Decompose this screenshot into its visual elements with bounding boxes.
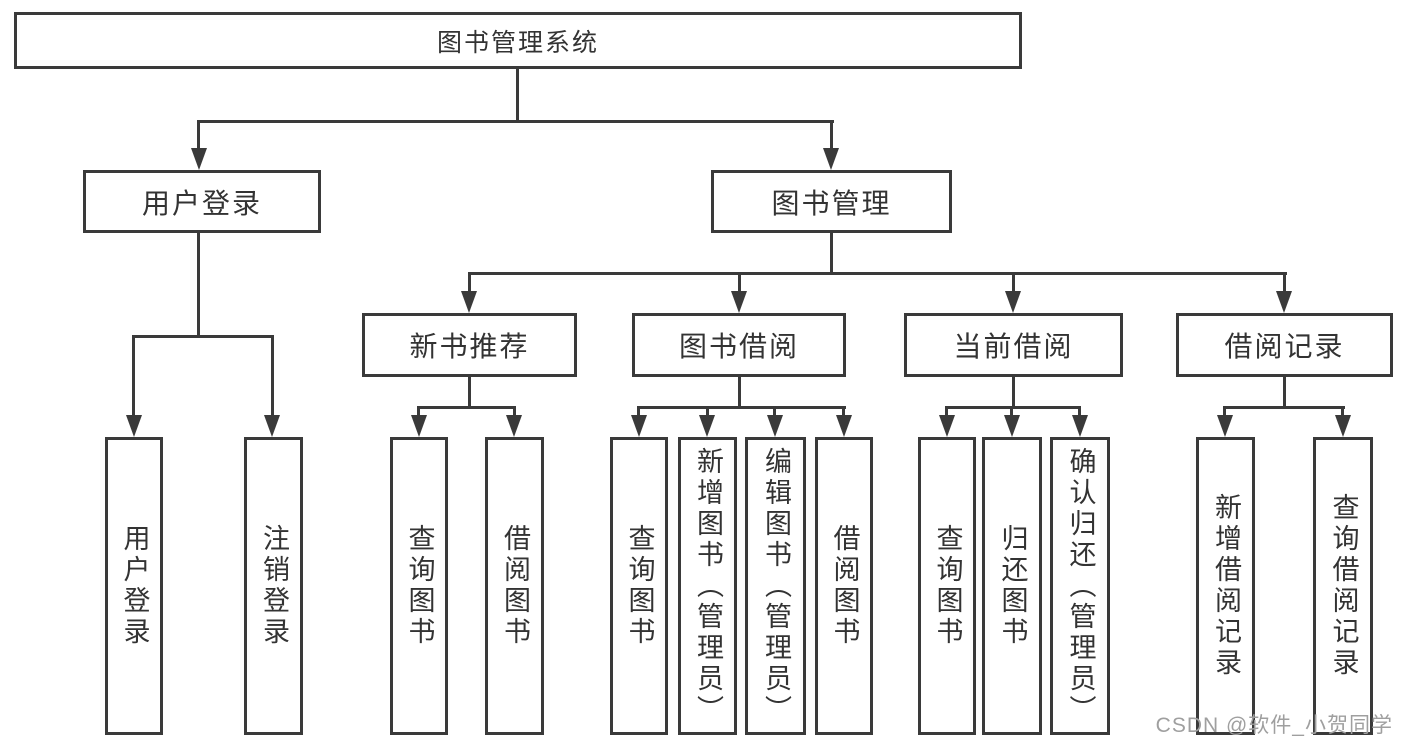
connector-recommend-stem	[468, 377, 471, 406]
node-book-management-label: 图书管理	[771, 187, 892, 219]
node-current-borrowing-label: 当前借阅	[953, 331, 1074, 362]
connector-level3-bar	[468, 272, 1287, 275]
node-user-login-label: 用户登录	[141, 187, 262, 219]
connector-drop-leaf	[417, 406, 420, 417]
connector-drop-leaf	[271, 335, 274, 415]
node-book-management: 图书管理	[711, 170, 952, 233]
leaf-borrow-books-recommend-label: 借阅图书	[500, 524, 530, 648]
leaf-borrow-books-borrowing-label: 借阅图书	[829, 524, 860, 648]
arrow-down-icon	[1005, 291, 1021, 313]
connector-records-bar	[1223, 406, 1345, 409]
arrow-down-icon	[264, 415, 280, 437]
leaf-confirm-return-admin-label: 确认归还（管理员）	[1065, 446, 1096, 726]
node-borrowing-records-label: 借阅记录	[1224, 331, 1345, 362]
leaf-query-borrow-record: 查询借阅记录	[1313, 437, 1373, 735]
arrow-down-icon	[1335, 415, 1351, 437]
leaf-add-book-admin-label: 新增图书（管理员）	[693, 446, 723, 726]
connector-drop-borrowing	[738, 272, 741, 292]
connector-drop-leaf	[706, 406, 709, 417]
connector-current-stem	[1012, 377, 1015, 406]
arrow-down-icon	[191, 148, 207, 170]
connector-drop-user-login	[197, 120, 200, 153]
connector-drop-records	[1283, 272, 1286, 292]
node-current-borrowing: 当前借阅	[904, 313, 1123, 377]
connector-records-stem	[1283, 377, 1286, 406]
leaf-edit-book-admin-label: 编辑图书（管理员）	[761, 446, 791, 726]
leaf-query-books-recommend: 查询图书	[390, 437, 448, 735]
connector-drop-leaf	[773, 406, 776, 417]
leaf-user-login: 用户登录	[105, 437, 163, 735]
arrow-down-icon	[1072, 415, 1088, 437]
node-new-book-recommend: 新书推荐	[362, 313, 577, 377]
leaf-edit-book-admin: 编辑图书（管理员）	[745, 437, 806, 735]
leaf-add-book-admin: 新增图书（管理员）	[678, 437, 737, 735]
arrow-down-icon	[939, 415, 955, 437]
connector-drop-leaf	[1078, 406, 1081, 417]
arrow-down-icon	[631, 415, 647, 437]
leaf-add-borrow-record: 新增借阅记录	[1196, 437, 1255, 735]
connector-drop-leaf	[132, 335, 135, 415]
leaf-query-books-current-label: 查询图书	[932, 524, 963, 648]
leaf-query-books-borrowing: 查询图书	[610, 437, 668, 735]
leaf-borrow-books-recommend: 借阅图书	[485, 437, 544, 735]
leaf-query-books-current: 查询图书	[918, 437, 976, 735]
connector-drop-leaf	[637, 406, 640, 417]
connector-drop-recommend	[468, 272, 471, 292]
connector-drop-leaf	[513, 406, 516, 417]
connector-drop-current	[1012, 272, 1015, 292]
node-book-borrowing: 图书借阅	[632, 313, 846, 377]
node-user-login: 用户登录	[83, 170, 321, 233]
arrow-down-icon	[699, 415, 715, 437]
node-root-label: 图书管理系统	[436, 28, 599, 57]
connector-user-login-bar	[132, 335, 274, 338]
connector-borrowing-bar	[637, 406, 846, 409]
connector-level1-bar	[197, 120, 834, 123]
connector-drop-leaf	[945, 406, 948, 417]
leaf-logout-label: 注销登录	[259, 524, 289, 648]
leaf-confirm-return-admin: 确认归还（管理员）	[1050, 437, 1110, 735]
leaf-add-borrow-record-label: 新增借阅记录	[1211, 493, 1241, 679]
arrow-down-icon	[767, 415, 783, 437]
connector-user-login-stem	[197, 233, 200, 335]
leaf-user-login-label: 用户登录	[119, 524, 150, 648]
connector-root-stem	[516, 69, 519, 120]
connector-current-bar	[945, 406, 1081, 409]
arrow-down-icon	[1217, 415, 1233, 437]
leaf-borrow-books-borrowing: 借阅图书	[815, 437, 873, 735]
leaf-query-borrow-record-label: 查询借阅记录	[1328, 493, 1359, 679]
connector-drop-leaf	[1223, 406, 1226, 417]
connector-drop-leaf	[1010, 406, 1013, 417]
arrow-down-icon	[411, 415, 427, 437]
node-new-book-recommend-label: 新书推荐	[409, 331, 530, 362]
connector-borrowing-stem	[738, 377, 741, 406]
leaf-query-books-borrowing-label: 查询图书	[624, 524, 655, 648]
arrow-down-icon	[836, 415, 852, 437]
leaf-return-books: 归还图书	[982, 437, 1042, 735]
connector-drop-leaf	[842, 406, 845, 417]
arrow-down-icon	[731, 291, 747, 313]
leaf-query-books-recommend-label: 查询图书	[404, 524, 435, 648]
watermark-text: CSDN @软件_小贺同学	[1155, 714, 1393, 737]
arrow-down-icon	[1004, 415, 1020, 437]
node-borrowing-records: 借阅记录	[1176, 313, 1393, 377]
connector-book-management-stem	[830, 233, 833, 272]
arrow-down-icon	[506, 415, 522, 437]
leaf-return-books-label: 归还图书	[997, 524, 1028, 648]
node-root: 图书管理系统	[14, 12, 1022, 69]
connector-recommend-bar	[417, 406, 516, 409]
node-book-borrowing-label: 图书借阅	[678, 331, 799, 362]
arrow-down-icon	[126, 415, 142, 437]
arrow-down-icon	[823, 148, 839, 170]
arrow-down-icon	[461, 291, 477, 313]
connector-drop-book-management	[830, 120, 833, 153]
arrow-down-icon	[1276, 291, 1292, 313]
leaf-logout: 注销登录	[244, 437, 303, 735]
connector-drop-leaf	[1341, 406, 1344, 417]
